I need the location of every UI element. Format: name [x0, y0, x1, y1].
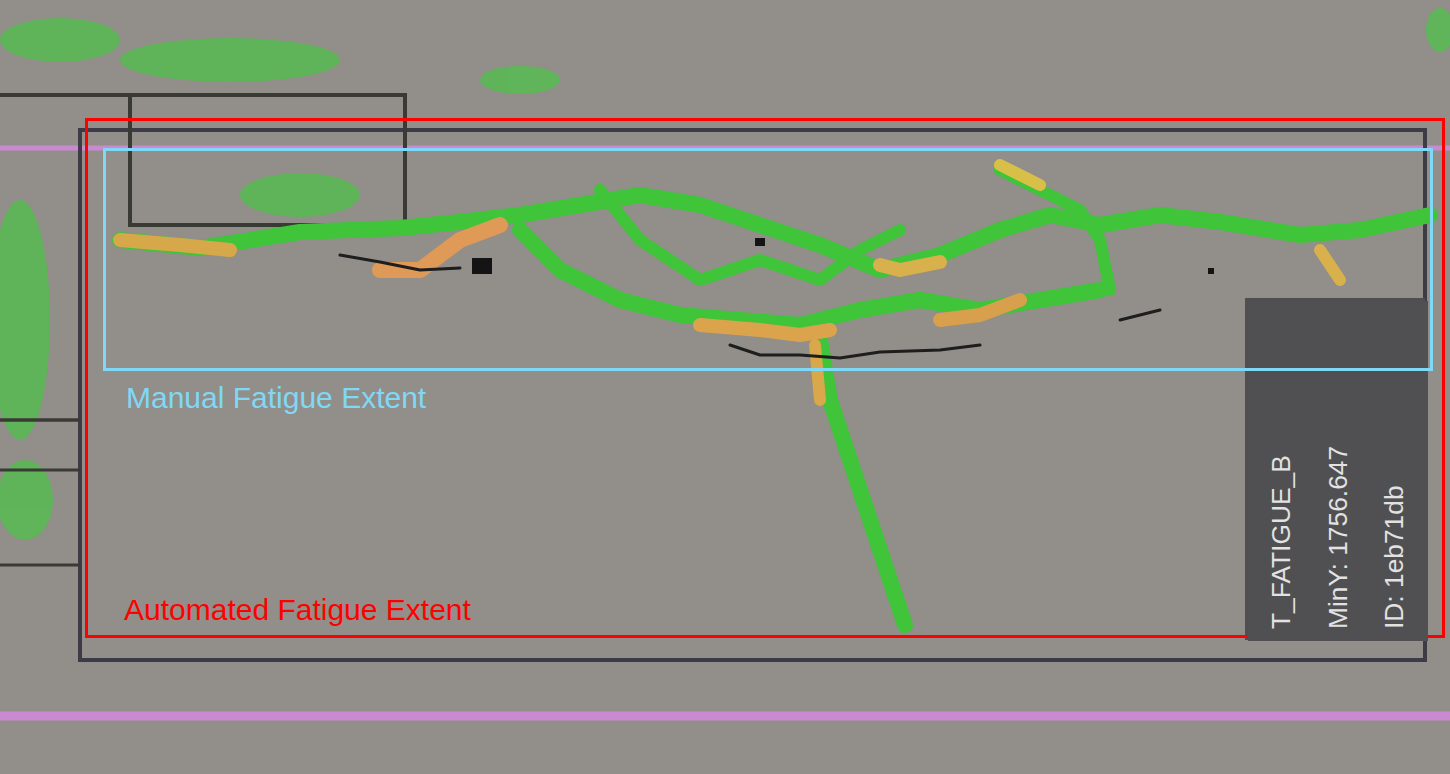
frame-outline	[80, 130, 1425, 660]
extent-label: Automated Fatigue Extent	[124, 593, 471, 628]
crack-line	[1320, 250, 1340, 280]
patch	[240, 173, 360, 217]
crack-line	[880, 262, 940, 270]
frame-outline	[0, 564, 80, 567]
lane-line	[0, 712, 1450, 721]
attribute-text: T_FATIGUE_B	[1253, 379, 1310, 629]
extent-label: Manual Fatigue Extent	[126, 381, 426, 416]
crack-line	[700, 325, 830, 335]
crack-edge	[1120, 310, 1160, 320]
crack-spot	[1208, 268, 1214, 274]
patch	[0, 460, 53, 540]
crack-line	[1000, 165, 1040, 185]
attribute-text: ID: 1eb71db	[1366, 379, 1423, 629]
crack-line	[940, 300, 1020, 320]
manual-extent-box: Manual Fatigue Extent	[103, 148, 1433, 371]
crack-line	[1000, 170, 1110, 290]
patch	[1426, 8, 1450, 52]
distress-patches	[0, 8, 1450, 540]
patch	[480, 66, 560, 94]
crack-line	[820, 340, 905, 625]
crack-network	[120, 165, 1430, 625]
frame-outline	[0, 419, 80, 422]
crack-line	[120, 240, 230, 250]
crack-line	[815, 345, 820, 400]
crack-line	[600, 190, 900, 280]
rotated-text-group: T_FATIGUE_BMinY: 1756.647ID: 1eb71db	[1253, 379, 1423, 629]
patch	[120, 38, 340, 82]
automated-extent-box: Automated Fatigue Extent Manual Fatigue E…	[85, 118, 1445, 638]
crack-edge	[730, 345, 980, 358]
crack-spot	[755, 238, 765, 246]
crack-edge	[340, 255, 460, 270]
frame-outline	[0, 95, 405, 225]
frame-outline	[0, 419, 80, 422]
patch	[0, 18, 120, 62]
patch	[0, 200, 50, 440]
attribute-label-panel: T_FATIGUE_BMinY: 1756.647ID: 1eb71db	[1248, 301, 1428, 641]
frame-outline	[0, 469, 80, 472]
attribute-text: MinY: 1756.647	[1310, 379, 1367, 629]
crack-spot	[472, 258, 492, 274]
